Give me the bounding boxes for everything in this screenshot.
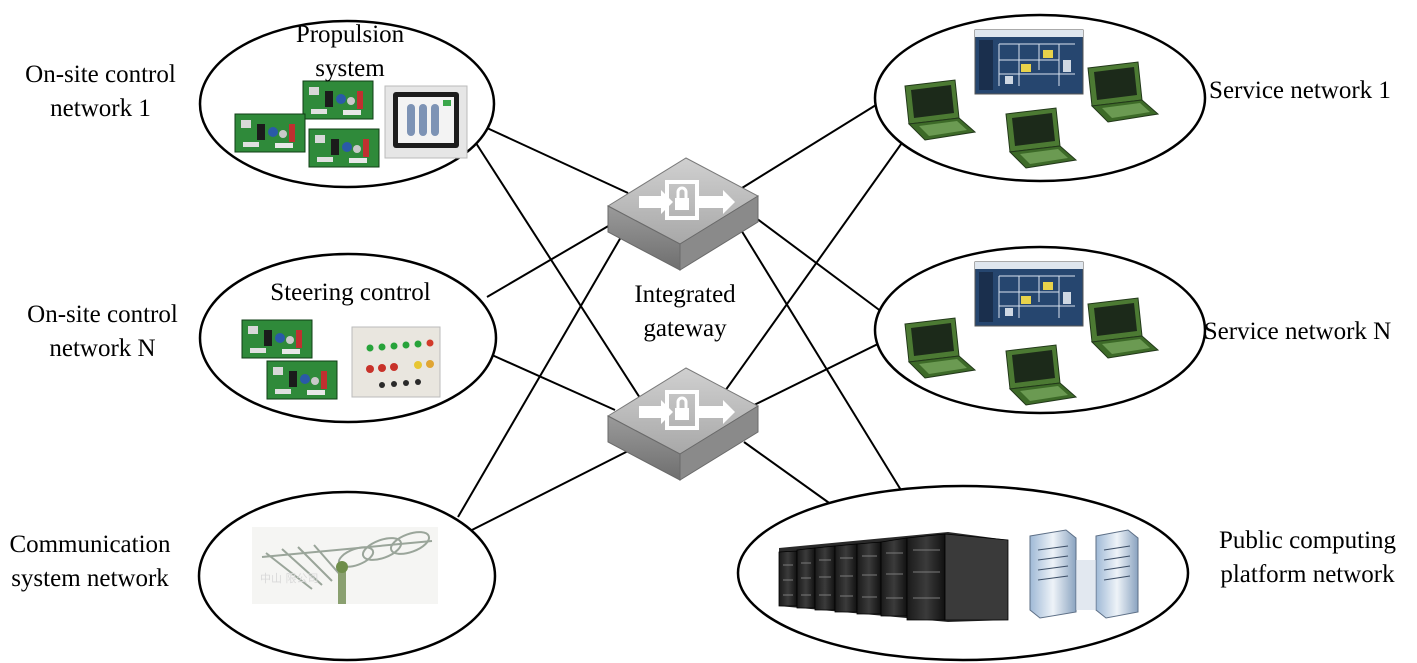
connection-lines [457, 99, 905, 536]
caption-propulsion-line1: Propulsion [295, 21, 405, 48]
label-communication-line1: Communication [9, 531, 171, 558]
label-public-line1: Public computing [1218, 527, 1397, 554]
service-1-monitoring-screen [974, 29, 1084, 95]
link-onsite1-gateway-top [486, 127, 629, 194]
link-onsite1-gateway-bottom [473, 139, 641, 399]
label-service-network-1: Service network 1 [1209, 77, 1391, 104]
service-n-monitoring-screen [974, 261, 1084, 327]
label-service-network-n: Service network N [1203, 318, 1392, 345]
label-onsite-n-line2: network N [49, 335, 156, 362]
propulsion-hmi-panel [384, 85, 468, 159]
steering-control-panel [351, 326, 441, 398]
label-onsite-1-line2: network 1 [50, 95, 151, 122]
tower-servers [1029, 529, 1139, 619]
link-gateway-bottom-servicen [743, 336, 893, 411]
label-onsite-n-line1: On-site control [27, 301, 178, 328]
service-network-1-ellipse [873, 13, 1207, 183]
label-onsite-1-line1: On-site control [25, 61, 176, 88]
caption-gateway-line1: Integrated [634, 281, 736, 308]
link-gateway-bottom-service1 [719, 139, 905, 399]
link-comm-gateway-bottom [461, 447, 635, 536]
label-onsite-control-network-1: On-site control network 1 [8, 58, 193, 126]
antenna-image [252, 527, 438, 604]
integrated-gateway-top [606, 156, 760, 272]
label-public-computing-platform-network: Public computing platform network [1200, 524, 1415, 592]
link-gateway-bottom-public [743, 441, 833, 506]
label-public-line2: platform network [1220, 561, 1395, 588]
link-gateway-top-service1 [741, 99, 885, 189]
label-communication-line2: system network [11, 565, 169, 592]
link-onsiten-gateway-top [486, 217, 623, 298]
server-racks [778, 532, 1009, 622]
caption-integrated-gateway: Integrated gateway [605, 278, 765, 346]
caption-steering-control: Steering control [270, 279, 431, 306]
caption-propulsion-line2: system [315, 55, 385, 82]
antenna-watermark: 中山 限公司 [260, 572, 319, 585]
link-onsiten-gateway-bottom [491, 354, 616, 411]
caption-propulsion-system: Propulsion system [270, 18, 430, 86]
link-comm-gateway-top [457, 224, 629, 518]
label-communication-system-network: Communication system network [0, 528, 180, 596]
link-gateway-top-public [737, 224, 905, 496]
caption-gateway-line2: gateway [643, 315, 727, 342]
label-onsite-control-network-n: On-site control network N [10, 298, 195, 366]
